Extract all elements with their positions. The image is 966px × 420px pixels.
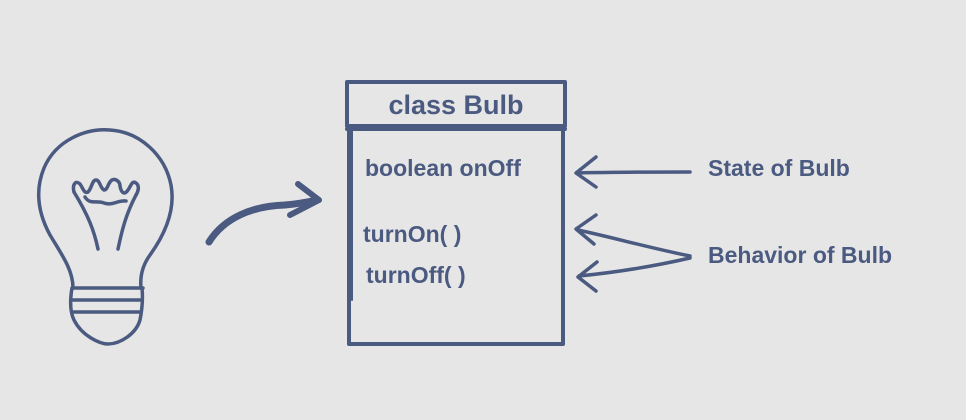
class-box: [345, 80, 567, 346]
light-bulb-icon: [37, 128, 174, 346]
class-title: class Bulb: [388, 90, 524, 120]
method-turn-on: turnOn( ): [363, 221, 462, 247]
method-turn-off: turnOff( ): [366, 262, 466, 288]
behavior-label: Behavior of Bulb: [708, 242, 893, 268]
class-field-onoff: boolean onOff: [365, 155, 521, 181]
state-label: State of Bulb: [708, 155, 850, 181]
state-pointer-arrow: [574, 155, 692, 189]
curved-arrow-icon: [205, 181, 322, 246]
behavior-pointer-arrows: [574, 213, 692, 293]
